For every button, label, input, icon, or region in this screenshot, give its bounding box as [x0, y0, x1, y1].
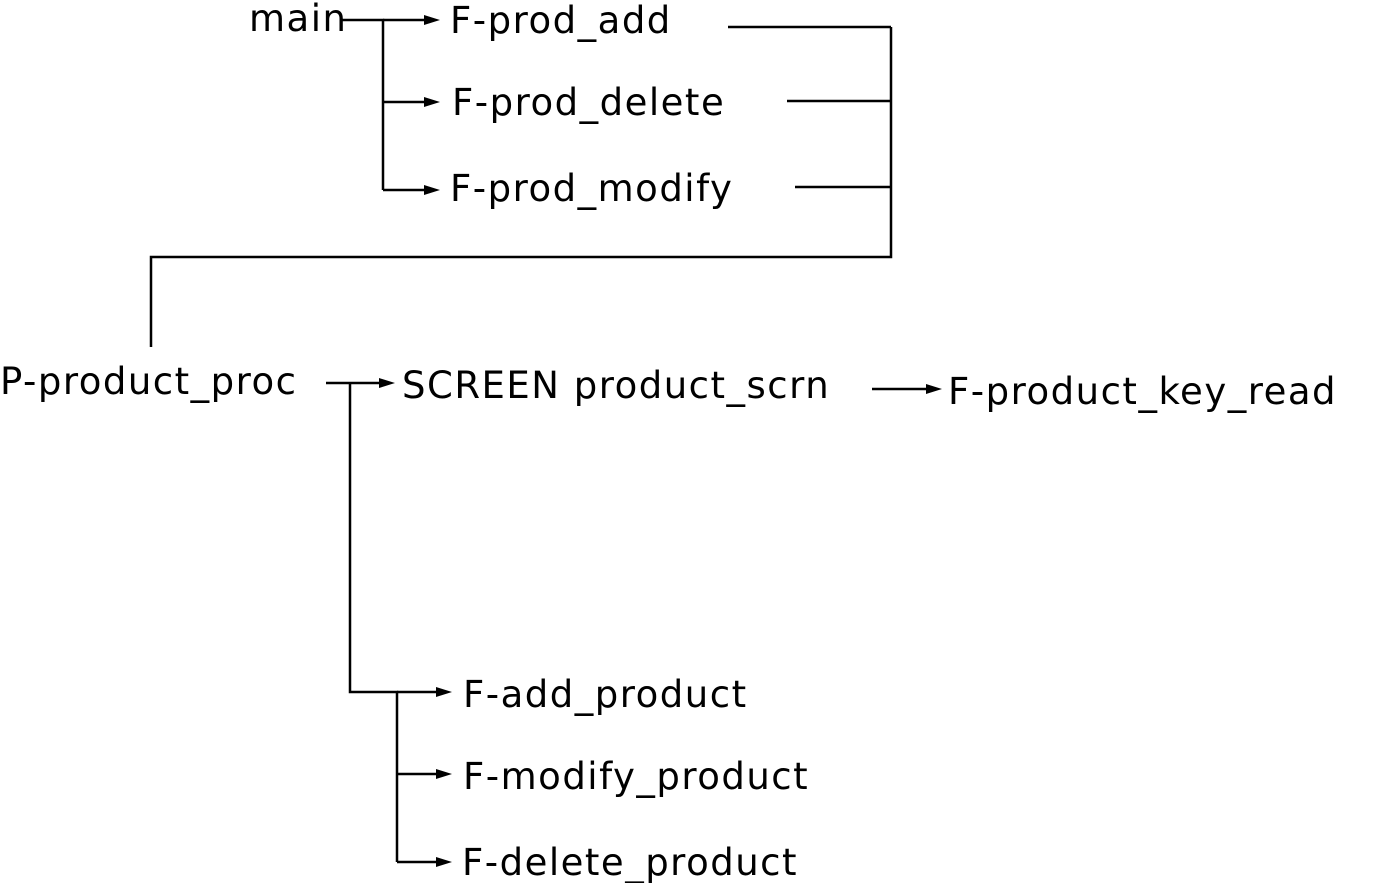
- node-delete-product: F-delete_product: [462, 841, 798, 883]
- node-prod-add: F-prod_add: [450, 0, 672, 42]
- node-add-product: F-add_product: [463, 673, 748, 716]
- node-product-proc: P-product_proc: [0, 360, 298, 403]
- connector-proc-down: [348, 383, 399, 862]
- arrowhead-prod-add: [424, 15, 440, 25]
- connector-bracket-to-product-proc: [149, 27, 893, 347]
- node-prod-modify: F-prod_modify: [450, 167, 733, 210]
- arrowhead-prod-delete: [424, 97, 440, 107]
- arrowhead-screen: [379, 378, 395, 388]
- node-product-key-read: F-product_key_read: [948, 370, 1337, 413]
- node-modify-product: F-modify_product: [463, 755, 809, 798]
- arrowhead-key-read: [926, 384, 942, 394]
- arrowhead-add-product: [436, 687, 452, 697]
- arrowhead-delete-product: [436, 857, 452, 867]
- node-main: main: [249, 0, 347, 40]
- arrowhead-modify-product: [436, 769, 452, 779]
- node-prod-delete: F-prod_delete: [452, 81, 725, 124]
- connector-main-trunk: [340, 18, 385, 190]
- node-screen-product-scrn: SCREEN product_scrn: [402, 364, 830, 407]
- arrowhead-prod-modify: [424, 185, 440, 195]
